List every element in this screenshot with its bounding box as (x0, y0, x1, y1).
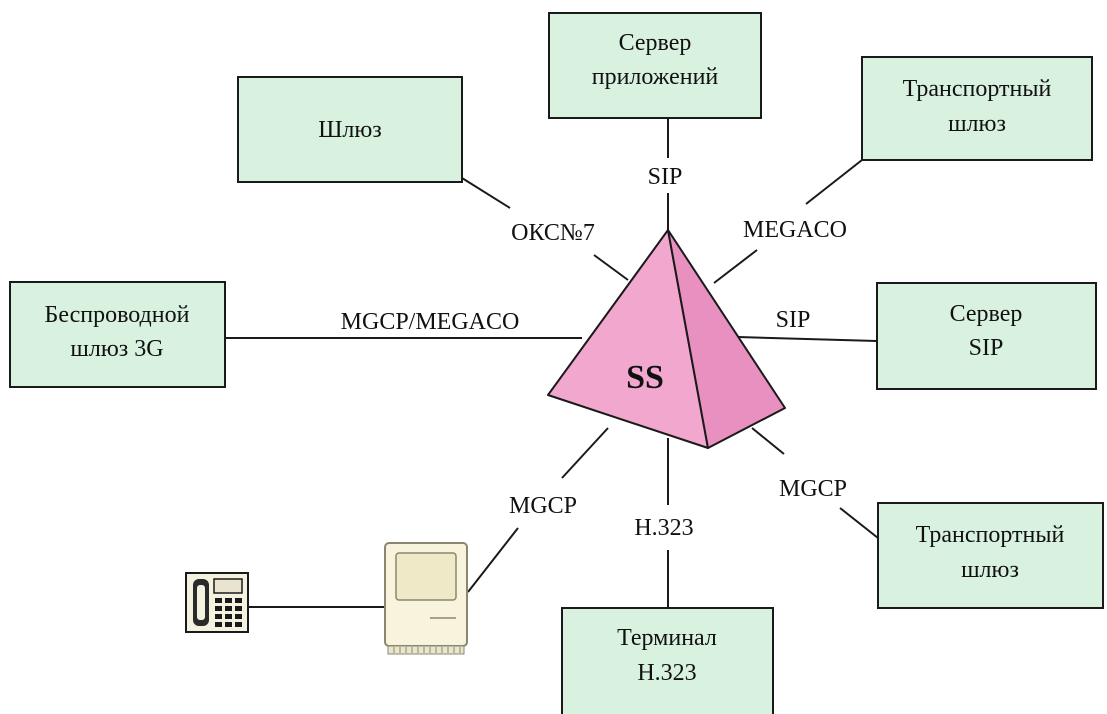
protocol-labels: SIP ОКС№7 MEGACO MGCP/MEGACO SIP MGCP H.… (341, 164, 847, 541)
node-transport-top-line1: Транспортный (903, 76, 1052, 102)
node-wireless-line2: шлюз 3G (70, 336, 163, 362)
line-gateway-lower (593, 254, 629, 281)
protocol-label-computer: MGCP (509, 493, 577, 519)
line-transport-bottom-lower (839, 507, 879, 539)
softswitch-pyramid: SS (547, 229, 786, 449)
node-transport-gateway-top: Транспортный шлюз (861, 56, 1093, 161)
node-app-server-line1: Сервер (619, 30, 692, 56)
node-terminal: Терминал H.323 (561, 607, 774, 714)
node-sip-server-line1: Сервер (950, 301, 1023, 327)
line-computer (561, 427, 609, 479)
node-gateway-line1: Шлюз (318, 117, 382, 143)
node-transport-bottom-line1: Транспортный (916, 522, 1065, 548)
node-transport-top-line2: шлюз (948, 111, 1006, 137)
node-app-server: Сервер приложений (548, 12, 762, 119)
node-wireless-gateway: Беспроводной шлюз 3G (9, 281, 226, 388)
desk-phone-icon (185, 572, 249, 633)
line-computer-lower (467, 527, 519, 593)
line-transport-top-lower (713, 249, 758, 284)
softswitch-label: SS (626, 359, 664, 396)
node-terminal-line1: Терминал (617, 625, 717, 651)
protocol-label-transport-bottom: MGCP (779, 476, 847, 502)
node-wireless-line1: Беспроводной (45, 302, 190, 328)
node-gateway: Шлюз (237, 76, 463, 183)
protocol-label-gateway: ОКС№7 (511, 220, 595, 246)
line-sip-server (737, 336, 878, 342)
protocol-label-terminal: H.323 (634, 515, 693, 541)
node-transport-gateway-bottom: Транспортный шлюз (877, 502, 1104, 609)
line-transport-bottom (751, 427, 785, 455)
node-transport-bottom-line2: шлюз (961, 557, 1019, 583)
pyramid-side-face (667, 229, 786, 449)
line-gateway (461, 177, 511, 209)
protocol-label-app-server: SIP (648, 164, 683, 190)
node-sip-server-line2: SIP (969, 335, 1004, 361)
protocol-label-sip-server: SIP (776, 307, 811, 333)
line-transport-top (805, 159, 863, 205)
node-sip-server: Сервер SIP (876, 282, 1097, 390)
protocol-label-wireless: MGCP/MEGACO (341, 309, 520, 335)
connection-lines (225, 118, 879, 608)
desktop-computer-icon (384, 542, 468, 655)
node-app-server-line2: приложений (592, 64, 719, 90)
protocol-label-transport-top: MEGACO (743, 217, 847, 243)
node-terminal-line2: H.323 (637, 660, 696, 686)
